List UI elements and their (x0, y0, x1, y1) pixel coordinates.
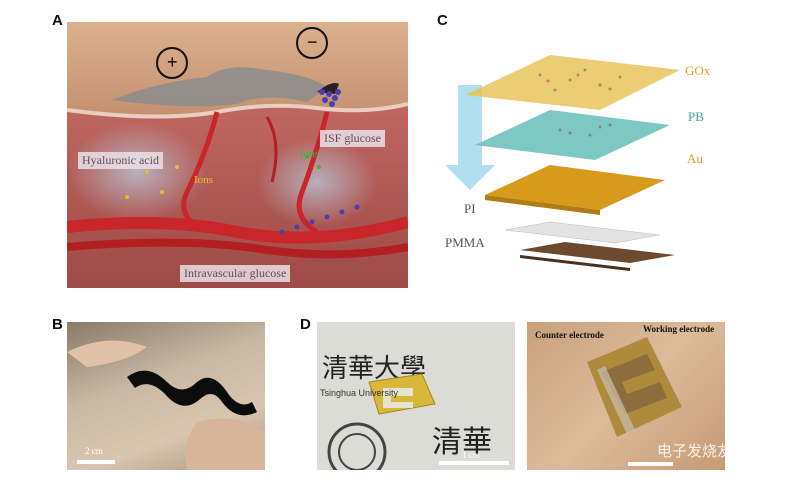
watermark-text: 电子发烧友 (657, 442, 725, 460)
label-counter-electrode: Counter electrode (535, 330, 604, 340)
university-name-text: Tsinghua University (320, 388, 399, 398)
panel-d-right-photo: Counter electrode Working electrode 电子发烧… (527, 322, 725, 470)
layer-stack-diagram (445, 55, 680, 271)
deposition-arrow-icon (445, 85, 495, 190)
panel-b-photo: 2 cm (67, 322, 265, 470)
black-patch-sensor (127, 370, 257, 416)
panel-c-layer-stack: GOx PB Au PI PMMA (440, 15, 730, 290)
layer-label-pmma: PMMA (445, 235, 485, 250)
label-working-electrode: Working electrode (643, 324, 715, 334)
panel-letter-c: C (437, 12, 448, 29)
electrode-pattern (587, 337, 682, 437)
chinese-calligraphy-bottom: 清華 (432, 425, 492, 460)
skin-cross-section (67, 22, 408, 288)
finger-bottom (185, 418, 265, 470)
panel-letter-d: D (300, 316, 311, 333)
layer-label-au: Au (687, 151, 703, 166)
layer-label-pi: PI (464, 201, 476, 216)
finger-top (67, 340, 147, 367)
university-seal (327, 422, 387, 470)
label-isf-glucose: ISF glucose (320, 130, 385, 147)
scale-bar-b (77, 460, 115, 464)
label-ions-left: Ions (194, 174, 213, 186)
panel-letter-b: B (52, 316, 63, 333)
label-plus-sign: + (167, 52, 178, 72)
scale-bar-d-right (628, 462, 673, 466)
panel-d-left-photo: 清華大學 清華 Tsinghua University 1 cm (317, 322, 515, 470)
label-hyaluronic-acid: Hyaluronic acid (78, 152, 163, 169)
panel-letter-a: A (52, 12, 63, 29)
label-intravascular-glucose: Intravascular glucose (180, 265, 291, 282)
label-minus-sign: − (307, 32, 318, 52)
scale-label-d: 1 cm (462, 450, 480, 460)
scale-label-b: 2 cm (85, 446, 103, 456)
scale-bar-d (439, 461, 509, 465)
layer-label-gox: GOx (685, 63, 711, 78)
panel-a-skin-illustration: + − Hyaluronic acid Ions Ions ISF glucos… (67, 22, 408, 288)
layer-label-pb: PB (688, 109, 704, 124)
label-ions-right: Ions (300, 148, 319, 160)
